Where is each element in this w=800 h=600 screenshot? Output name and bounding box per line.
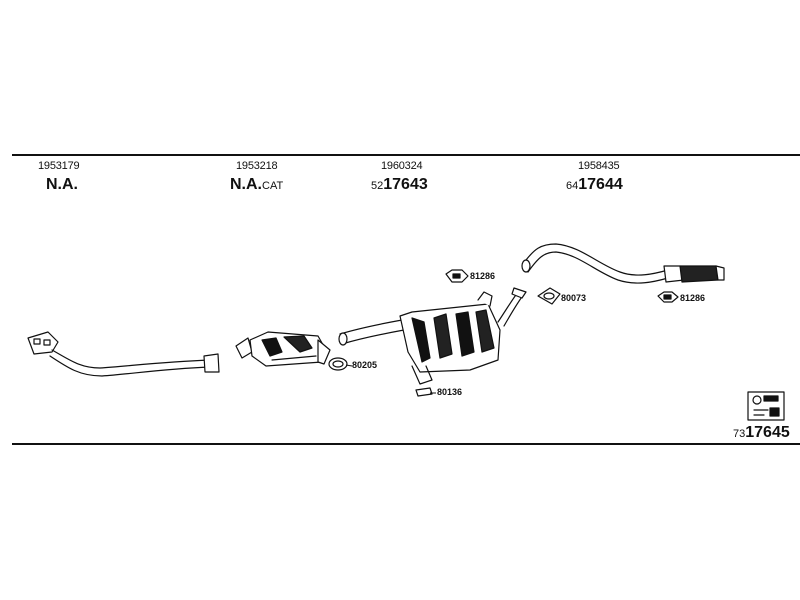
top-rule [12, 154, 800, 156]
part-number: 5217643 [371, 176, 428, 193]
ref-number: 1958435 [578, 160, 620, 172]
parts-kit-icon [747, 391, 785, 421]
fitting-label: 81286 [470, 271, 496, 281]
rubber-hanger-icon [445, 269, 469, 283]
fitting-label: 80073 [561, 293, 587, 303]
fitting-label: 81286 [680, 293, 706, 303]
ref-number: 1953179 [38, 160, 80, 172]
part-number: 6417644 [566, 176, 623, 193]
middle-silencer-icon [338, 287, 527, 385]
rubber-hanger-icon [657, 291, 679, 303]
ref-number: 1960324 [381, 160, 423, 172]
part-code: N.A.CAT [230, 176, 284, 193]
gasket-icon [328, 357, 348, 371]
bracket-icon [415, 387, 433, 397]
kit-part-number: 7317645 [733, 424, 790, 441]
catalytic-converter-icon [235, 331, 331, 367]
ref-number: 1953218 [236, 160, 278, 172]
front-pipe-icon [27, 331, 220, 377]
rear-silencer-icon [521, 243, 725, 284]
part-code: N.A. [46, 176, 78, 193]
bottom-rule [12, 443, 800, 445]
gasket-icon [537, 287, 561, 305]
fitting-label: 80136 [437, 387, 463, 397]
fitting-label: 80205 [352, 360, 378, 370]
